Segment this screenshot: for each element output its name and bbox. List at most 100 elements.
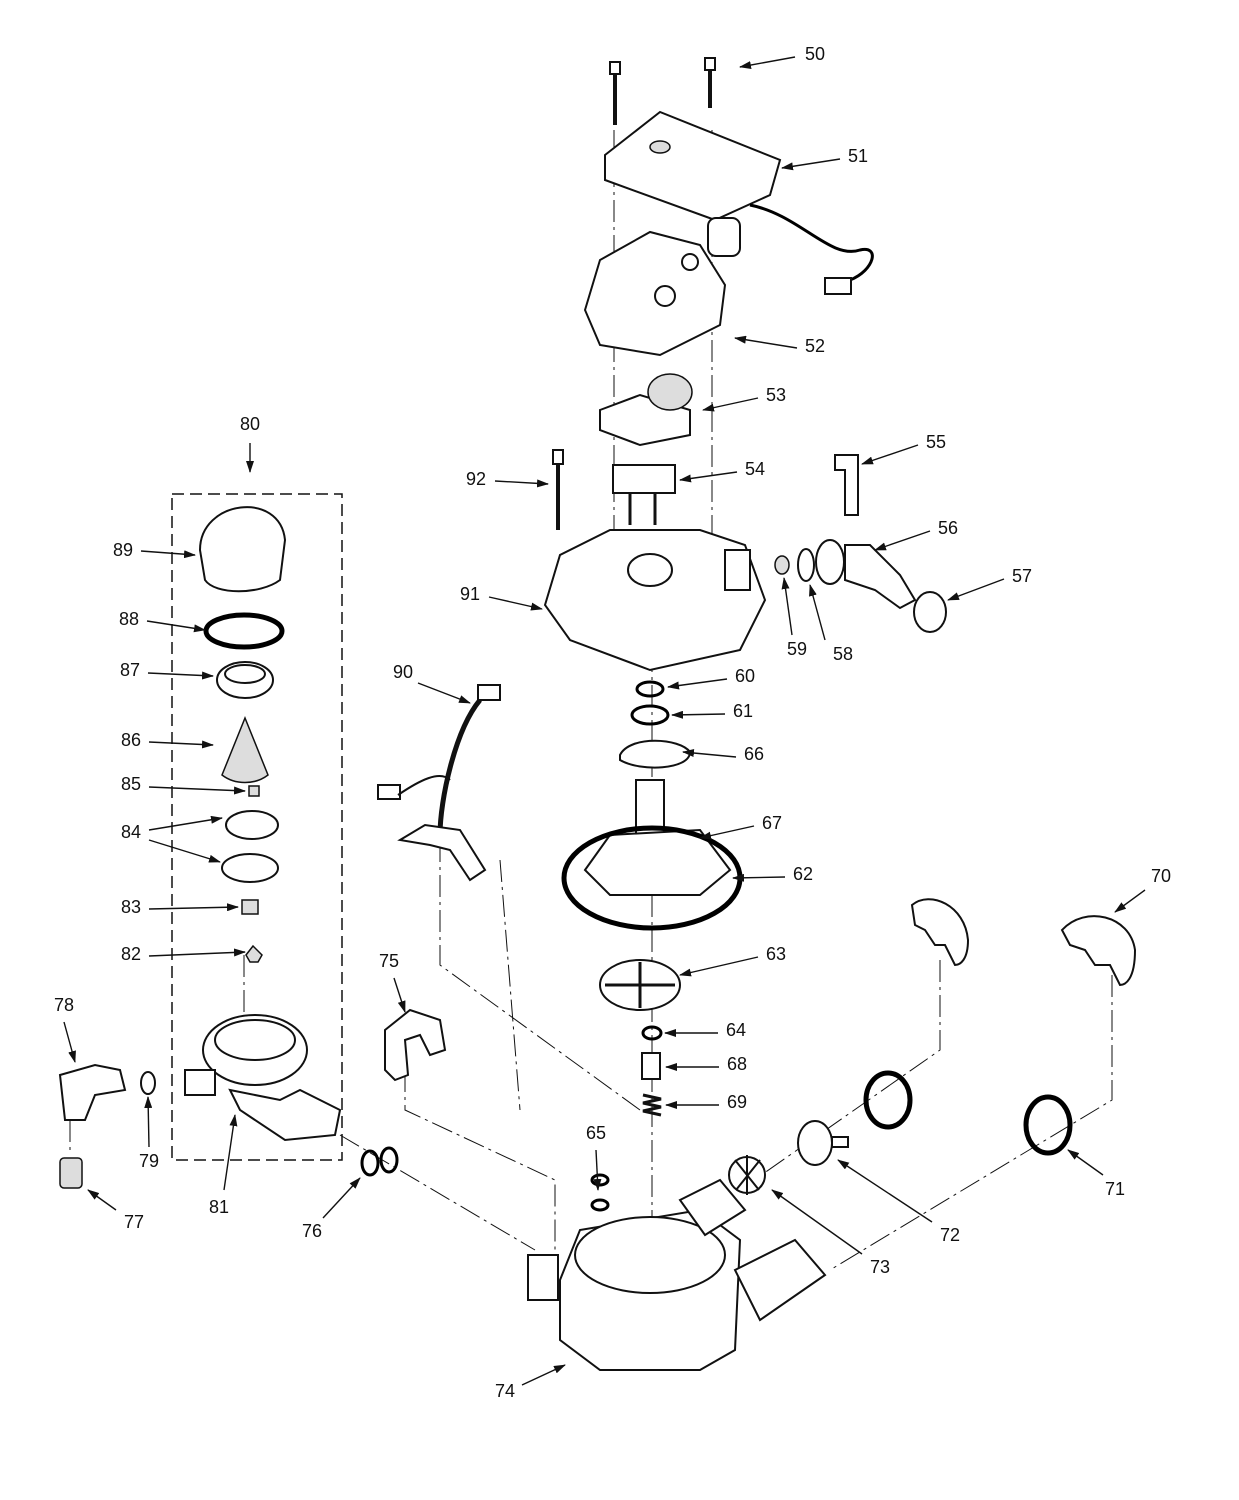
leader-arrow-52: [734, 335, 798, 349]
label-74: 74: [495, 1381, 515, 1401]
label-53: 53: [766, 385, 786, 405]
leader-arrow-61: [671, 710, 726, 719]
label-56: 56: [938, 518, 958, 538]
leader-arrow-60: [667, 678, 728, 690]
screw-92-icon: [552, 449, 564, 530]
label-91: 91: [460, 584, 480, 604]
label-77: 77: [124, 1212, 144, 1232]
leader-arrow-58: [809, 584, 826, 641]
housing-91-icon: [543, 529, 767, 672]
label-89: 89: [113, 540, 133, 560]
label-86: 86: [121, 730, 141, 750]
leader-arrow-88: [146, 620, 206, 633]
cover-52-icon: [583, 230, 727, 357]
label-55: 55: [926, 432, 946, 452]
leader-arrow-84: [148, 815, 223, 831]
label-81: 81: [209, 1197, 229, 1217]
washer-59-icon: [774, 555, 790, 575]
valve-body-74-icon: [527, 1178, 827, 1371]
o-ring-inlet-icon: [863, 1070, 913, 1130]
o-ring-71-icon: [1023, 1094, 1073, 1156]
disc-63-icon: [599, 959, 681, 1011]
label-66: 66: [744, 744, 764, 764]
leader-arrow-78: [63, 1021, 76, 1063]
seal-66-icon: [619, 739, 692, 769]
o-ring-60-icon: [635, 680, 665, 698]
o-ring-88-icon: [203, 612, 285, 650]
label-58: 58: [833, 644, 853, 664]
label-76: 76: [302, 1221, 322, 1241]
bushing-68-icon: [641, 1052, 661, 1080]
label-75: 75: [379, 951, 399, 971]
clamp-57-icon: [913, 591, 947, 633]
screw-50-icon: [609, 57, 716, 125]
leader-arrow-89: [140, 550, 196, 559]
label-79: 79: [139, 1151, 159, 1171]
clip-inlet-icon: [910, 898, 970, 967]
label-88: 88: [119, 609, 139, 629]
label-78: 78: [54, 995, 74, 1015]
label-82: 82: [121, 944, 141, 964]
leader-arrow-50: [739, 56, 796, 69]
leader-arrow-90: [417, 682, 471, 704]
turbine-73-icon: [728, 1155, 766, 1195]
label-59: 59: [787, 639, 807, 659]
label-68: 68: [727, 1054, 747, 1074]
label-51: 51: [848, 146, 868, 166]
leader-arrow-59: [781, 577, 793, 636]
label-62: 62: [793, 864, 813, 884]
spring-69-icon: [642, 1093, 662, 1117]
leader-arrow-65: [593, 1149, 602, 1191]
leader-arrow-54: [679, 471, 738, 483]
nut-77-icon: [59, 1157, 83, 1189]
turbine-support-72-icon: [797, 1120, 849, 1166]
leader-arrow-51: [781, 158, 841, 171]
o-ring-61-icon: [630, 704, 670, 726]
leader-arrow-92: [494, 479, 549, 488]
label-50: 50: [805, 44, 825, 64]
label-90: 90: [393, 662, 413, 682]
leader-arrow-57: [947, 578, 1005, 601]
leader-arrow-53: [702, 397, 759, 412]
label-85: 85: [121, 774, 141, 794]
leader-arrow-85: [148, 786, 246, 795]
label-57: 57: [1012, 566, 1032, 586]
label-84: 84: [121, 822, 141, 842]
leader-arrow-84-b: [148, 839, 221, 863]
gear-53-icon: [599, 373, 693, 447]
leader-arrow-66: [682, 749, 737, 758]
ring-87-icon: [216, 661, 274, 699]
leader-arrow-77: [87, 1189, 117, 1211]
o-ring-65-icon: [590, 1173, 610, 1212]
motor-51-icon: [604, 110, 874, 295]
label-92: 92: [466, 469, 486, 489]
o-ring-64-icon: [641, 1025, 663, 1041]
label-73: 73: [870, 1257, 890, 1277]
leader-arrow-72: [837, 1159, 933, 1223]
label-52: 52: [805, 336, 825, 356]
label-60: 60: [735, 666, 755, 686]
clip-70-icon: [1060, 915, 1137, 987]
leader-arrow-71: [1067, 1149, 1104, 1176]
leader-arrows: [63, 56, 1146, 1386]
label-67: 67: [762, 813, 782, 833]
leader-arrow-76: [322, 1177, 361, 1219]
seat-85-icon: [248, 785, 260, 797]
leader-arrow-91: [488, 596, 543, 611]
leader-arrow-73: [771, 1189, 863, 1255]
o-ring-76-icon: [360, 1146, 399, 1177]
venturi-82-icon: [245, 944, 263, 963]
elbow-78-icon: [58, 1063, 127, 1121]
wire-harness-90-icon: [377, 684, 501, 882]
clip-55-icon: [834, 454, 859, 516]
clip-75-icon: [384, 1008, 447, 1082]
label-64: 64: [726, 1020, 746, 1040]
elbow-fitting-56-icon: [815, 539, 917, 610]
leader-arrow-83: [148, 903, 239, 912]
leader-arrow-56: [874, 530, 931, 551]
nozzle-83-icon: [241, 899, 259, 915]
o-ring-79-icon: [140, 1071, 156, 1095]
part-labels: 5051525354555657585960616667626364686965…: [54, 44, 1171, 1401]
plate-84-upper-icon: [225, 810, 279, 840]
